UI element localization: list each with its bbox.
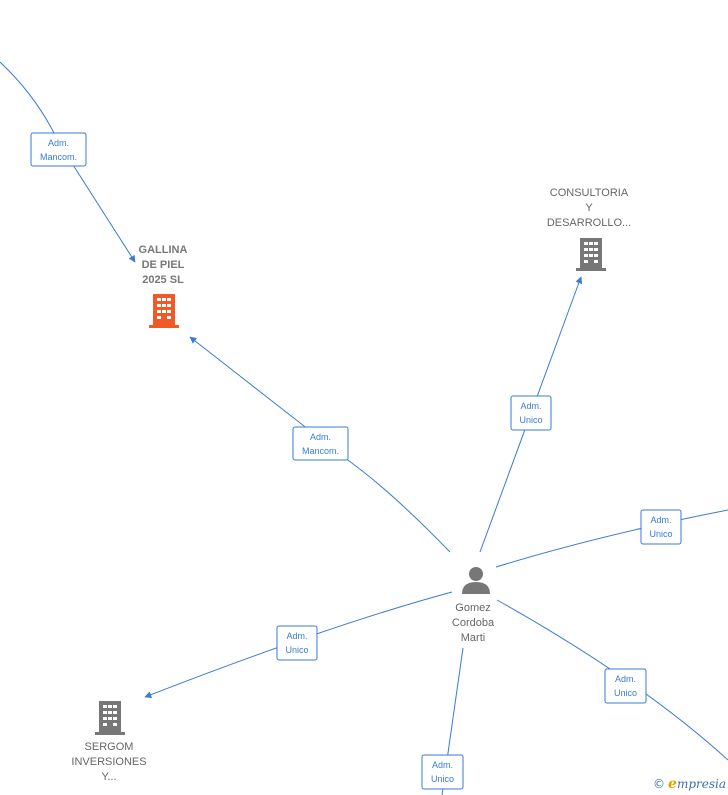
edge-label-line: Unico <box>614 688 637 698</box>
building-icon <box>95 701 125 735</box>
edge-label-line: Unico <box>649 529 672 539</box>
node-consultoria-label-line: CONSULTORIA <box>550 187 629 199</box>
edge-label-person-to-right-upper[interactable]: Adm. Unico <box>640 509 682 545</box>
edge-label-person-to-bottom[interactable]: Adm. Unico <box>421 754 464 790</box>
edge-label-top-to-gallina[interactable]: Adm. Mancom. <box>30 132 87 167</box>
node-consultoria[interactable]: CONSULTORIA Y DESARROLLO... <box>547 187 631 271</box>
brand-initial: e <box>668 776 677 792</box>
edge-label-line: Unico <box>519 415 542 425</box>
edge-label-line: Unico <box>285 645 308 655</box>
edge-label-line: Adm. <box>520 401 541 411</box>
building-icon <box>149 294 179 328</box>
node-person[interactable]: Gomez Cordoba Marti <box>452 567 495 644</box>
edge-label-person-to-sergom[interactable]: Adm. Unico <box>276 625 318 661</box>
edge-label-person-to-consultoria[interactable]: Adm. Unico <box>510 395 552 431</box>
edge-label-line: Unico <box>431 774 454 784</box>
edge-label-line: Adm. <box>48 138 69 148</box>
edge-label-line: Adm. <box>650 515 671 525</box>
node-person-label-line: Cordoba <box>452 617 495 629</box>
node-gallina[interactable]: GALLINA DE PIEL 2025 SL <box>139 244 188 328</box>
building-icon <box>576 238 606 271</box>
node-sergom-label-line: Y... <box>101 771 116 783</box>
node-gallina-label-line: DE PIEL <box>142 259 185 271</box>
edge-label-line: Adm. <box>286 631 307 641</box>
person-icon <box>462 567 490 594</box>
copyright-icon: © <box>653 777 666 791</box>
node-consultoria-label-line: DESARROLLO... <box>547 217 631 229</box>
edge-label-person-to-gallina[interactable]: Adm. Mancom. <box>292 426 349 461</box>
node-consultoria-label-line: Y <box>585 202 593 214</box>
node-sergom-label-line: SERGOM <box>85 741 134 753</box>
edge-person-to-right-upper <box>495 509 728 568</box>
edge-label-line: Adm. <box>615 674 636 684</box>
node-gallina-label-line: GALLINA <box>139 244 188 256</box>
brand-name: mpresia <box>676 777 726 791</box>
node-sergom[interactable]: SERGOM INVERSIONES Y... <box>71 701 147 783</box>
brand-watermark: ©empresia <box>653 776 726 792</box>
edge-label-line: Adm. <box>432 760 453 770</box>
edge-label-line: Mancom. <box>302 446 339 456</box>
edge-label-line: Mancom. <box>40 152 77 162</box>
node-person-label-line: Marti <box>461 632 485 644</box>
edge-label-line: Adm. <box>310 432 331 442</box>
edge-person-to-gallina <box>189 336 451 553</box>
node-gallina-label-line: 2025 SL <box>142 274 184 286</box>
node-person-label-line: Gomez <box>455 602 490 614</box>
edge-label-person-to-right-lower[interactable]: Adm. Unico <box>604 668 647 704</box>
node-sergom-label-line: INVERSIONES <box>71 756 146 768</box>
